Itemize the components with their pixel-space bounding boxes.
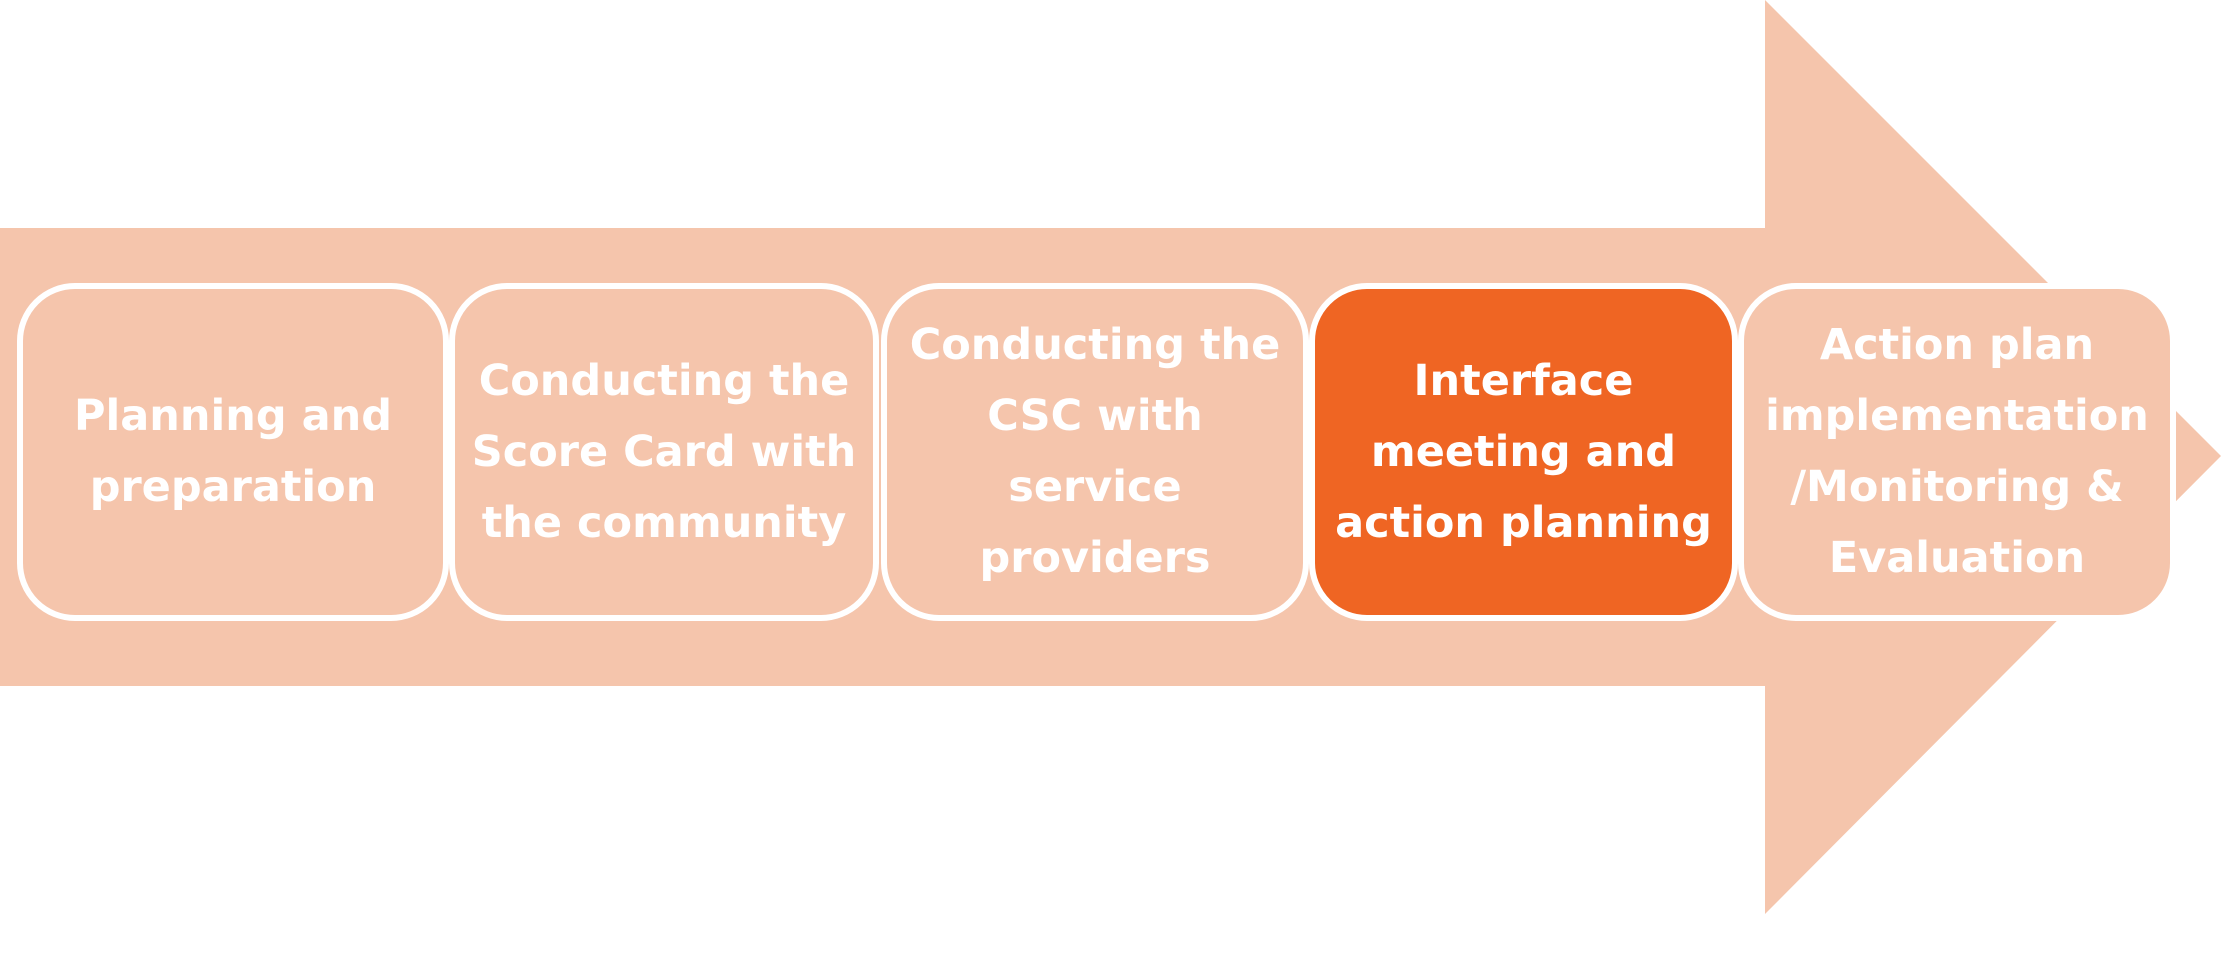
step-box-community-scorecard: Conducting the Score Card with the commu… [449,283,879,621]
step-label-planning: Planning and preparation [73,391,392,512]
step-label-community-scorecard: Conducting the Score Card with the commu… [471,355,857,548]
step-box-service-providers: Conducting the CSC with service provider… [881,283,1309,621]
step-label-service-providers: Conducting the CSC with service provider… [909,320,1281,583]
step-box-action-plan: Action plan implementation /Monitoring &… [1738,283,2176,621]
step-label-action-plan: Action plan implementation /Monitoring &… [1765,320,2149,583]
step-box-planning: Planning and preparation [17,283,449,621]
step-label-interface-meeting: Interface meeting and action planning [1335,355,1712,548]
step-box-interface-meeting: Interface meeting and action planning [1309,283,1738,621]
